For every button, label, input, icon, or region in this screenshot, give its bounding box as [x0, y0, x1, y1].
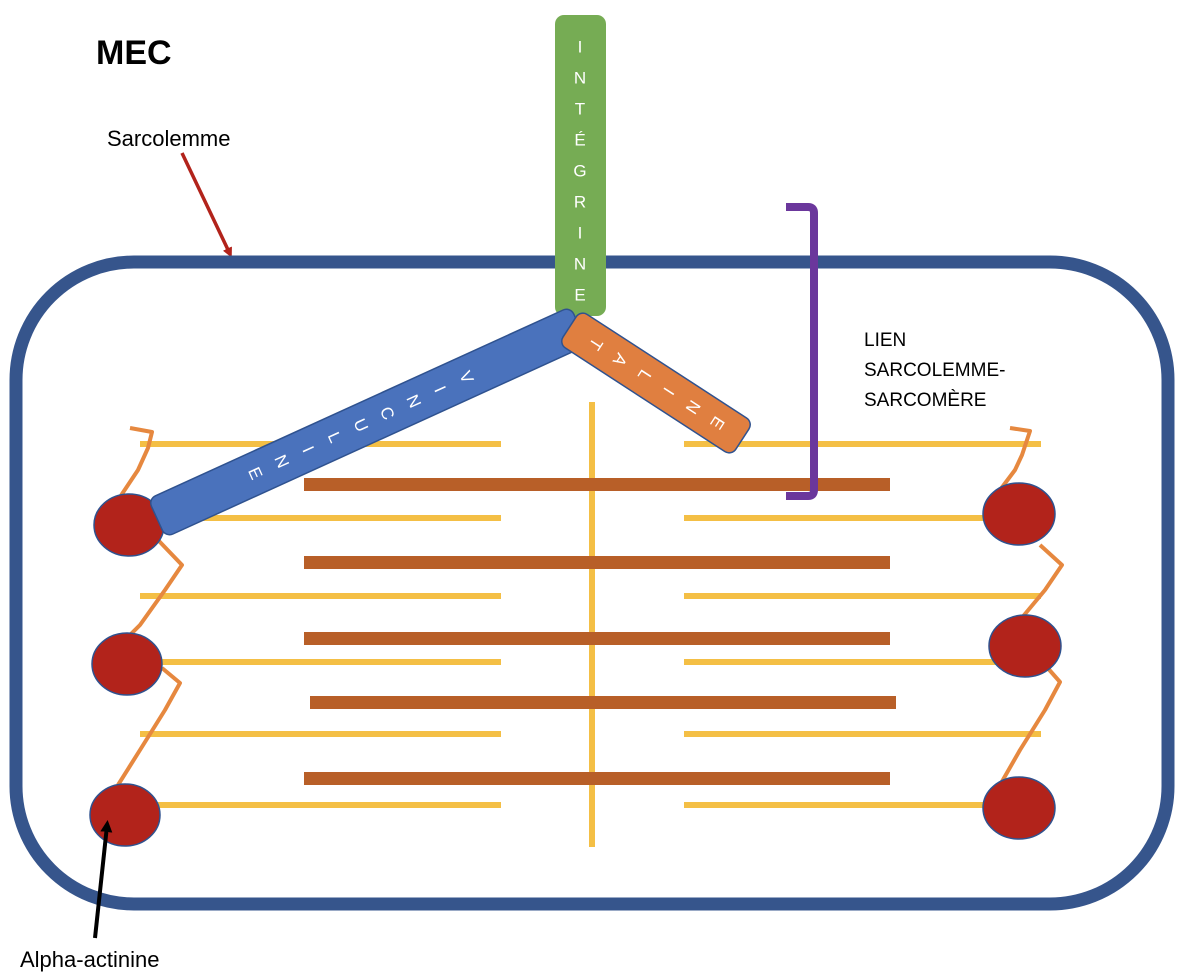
alpha-actinine-disc	[982, 482, 1056, 546]
actin-filament	[684, 593, 1041, 599]
myosin-filaments	[304, 478, 896, 785]
protein-letter: I	[578, 224, 583, 243]
actin-filament	[684, 802, 1000, 808]
protein-letter: I	[578, 38, 583, 57]
actin-filament	[684, 441, 1041, 447]
alpha-actinine-disc	[988, 614, 1062, 678]
myosin-filament	[304, 478, 890, 491]
protein-letter: R	[574, 193, 586, 212]
titin-strand	[1018, 543, 1064, 622]
actin-filament	[140, 731, 501, 737]
titin-strand	[116, 426, 154, 502]
myosin-filament	[304, 632, 890, 645]
actin-filaments-right	[684, 441, 1041, 808]
myosin-filament	[304, 772, 890, 785]
actin-filament	[140, 593, 501, 599]
myosin-filament	[304, 556, 890, 569]
myosin-filament	[310, 696, 896, 709]
protein-letter: E	[574, 286, 585, 305]
titin-strand	[116, 666, 182, 787]
sarcolemme-arrow	[180, 152, 232, 258]
integrine-bar	[555, 15, 606, 316]
protein-letter: T	[575, 100, 585, 119]
alpha-actinine-disc	[89, 783, 161, 847]
lien-label-line2: SARCOLEMME-	[864, 360, 1005, 381]
titin-strand	[123, 538, 184, 642]
alpha-actinine-label: Alpha-actinine	[20, 947, 159, 972]
m-line	[589, 402, 595, 847]
alpha-actinine-arrow	[93, 820, 113, 939]
protein-letter: N	[574, 69, 586, 88]
lien-label-line3: SARCOMÈRE	[864, 390, 986, 411]
protein-letter: G	[573, 162, 586, 181]
actin-filament	[684, 731, 1041, 737]
alpha-actinine-discs	[89, 482, 1062, 847]
titin-strand	[998, 663, 1062, 786]
alpha-actinine-disc	[982, 776, 1056, 840]
actin-filament	[684, 659, 1000, 665]
actin-filament	[140, 659, 501, 665]
protein-letter: É	[574, 131, 585, 150]
actin-filament	[684, 515, 1000, 521]
mec-label: MEC	[96, 34, 172, 72]
actin-filament	[140, 802, 501, 808]
protein-letter: N	[574, 255, 586, 274]
alpha-actinine-disc	[91, 632, 163, 696]
sarcolemme-label: Sarcolemme	[107, 126, 230, 151]
sarcolemma-sarcomere-bracket	[786, 203, 818, 500]
actin-filament	[140, 515, 501, 521]
lien-label-line1: LIEN	[864, 330, 906, 351]
titin-strand	[998, 426, 1032, 492]
taline-bar	[561, 312, 751, 454]
